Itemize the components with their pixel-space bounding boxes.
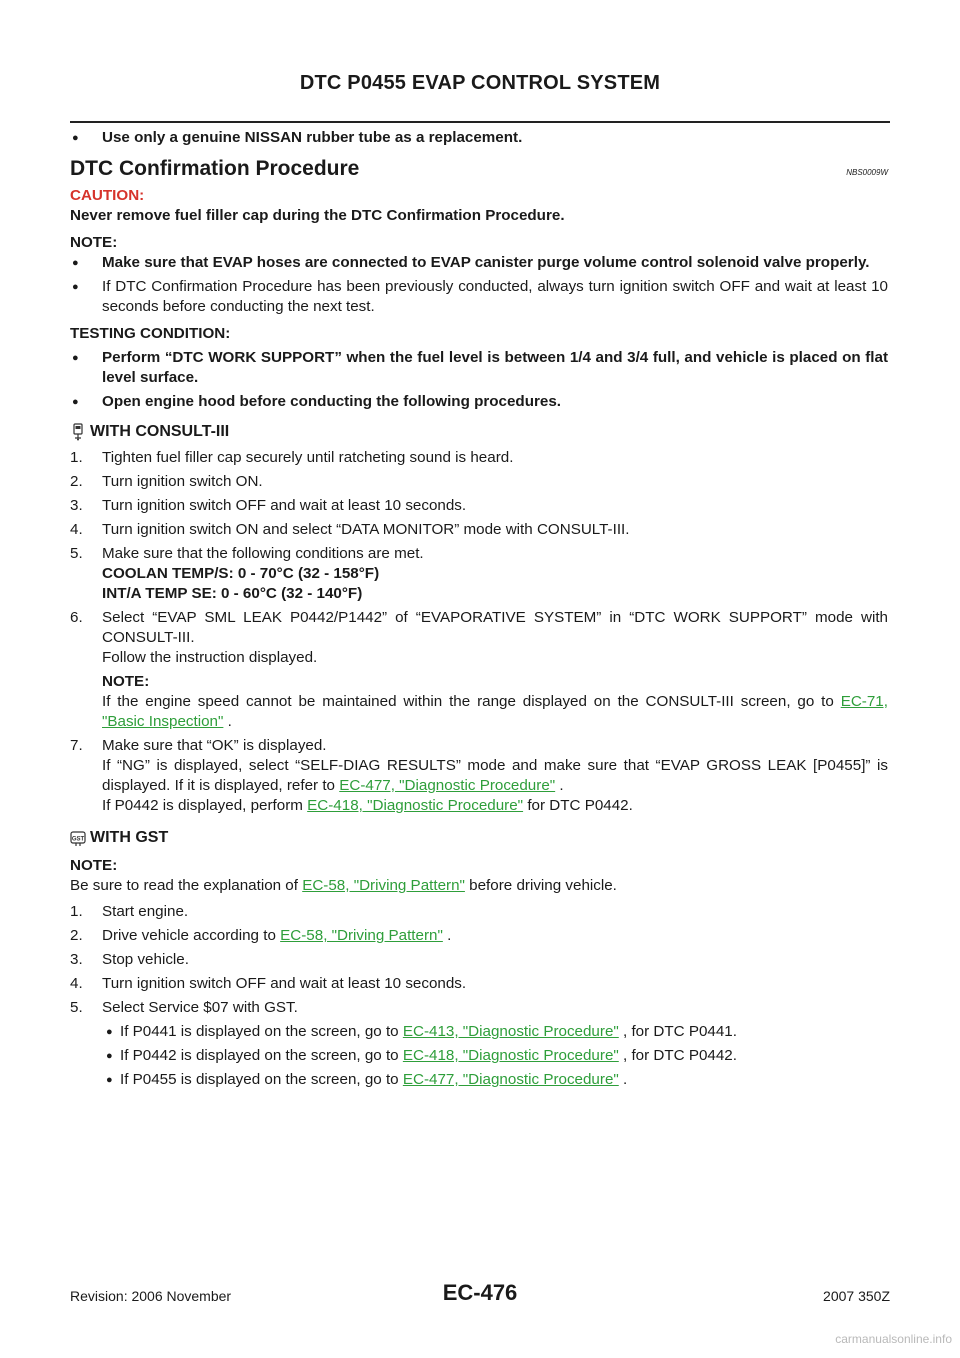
page-title: DTC P0455 EVAP CONTROL SYSTEM [299, 72, 661, 94]
note-bullet: ●Make sure that EVAP hoses are connected… [72, 254, 870, 271]
gst-step-5: 5.Select Service $07 with GST. [70, 999, 298, 1016]
diagnostic-procedure-link-477[interactable]: EC-477, "Diagnostic Procedure" [402, 1071, 619, 1088]
consult-tool-icon [73, 423, 83, 441]
consult-step-7: 7. Make sure that “OK” is displayed. If … [70, 737, 888, 814]
bullet-dot-icon: ● [106, 1074, 113, 1086]
diagnostic-procedure-link-418[interactable]: EC-418, "Diagnostic Procedure" [307, 797, 524, 814]
document-body: ●Use only a genuine NISSAN rubber tube a… [70, 128, 888, 1090]
consult-heading: WITH CONSULT-III [70, 422, 888, 442]
step7-p0442-text: If P0442 is displayed, perform EC-418, "… [102, 797, 633, 814]
footer-model: 2007 350Z [823, 1288, 890, 1304]
title-divider [70, 121, 890, 123]
gst-tool-icon: GST [70, 831, 86, 846]
diagnostic-procedure-link-413[interactable]: EC-413, "Diagnostic Procedure" [402, 1023, 619, 1040]
intro-bullet: ●Use only a genuine NISSAN rubber tube a… [72, 129, 523, 146]
consult-step-5: 5. Make sure that the following conditio… [70, 544, 888, 604]
gst-step-2: 2. Drive vehicle according to EC-58, "Dr… [70, 927, 452, 944]
driving-pattern-link[interactable]: EC-58, "Driving Pattern" [280, 927, 443, 944]
step7-ng-text: If “NG” is displayed, select “SELF-DIAG … [102, 757, 888, 794]
gst-note-text: Be sure to read the explanation of EC-58… [70, 877, 617, 894]
consult-step-2: 2.Turn ignition switch ON. [70, 473, 263, 490]
bullet-dot-icon: ● [72, 396, 79, 408]
gst-sub-bullet-p0441: ● If P0441 is displayed on the screen, g… [106, 1023, 737, 1040]
gst-heading-text: WITH GST [90, 829, 169, 846]
consult-heading-text: WITH CONSULT-III [90, 423, 230, 440]
gst-note-label: NOTE: [70, 857, 118, 874]
note-label: NOTE: [70, 234, 118, 251]
bullet-dot-icon: ● [72, 257, 79, 269]
gst-heading: GST WITH GST [70, 828, 888, 848]
caution-label: CAUTION: [70, 187, 145, 204]
section-title: DTC Confirmation Procedure [70, 157, 360, 180]
consult-step-1: 1.Tighten fuel filler cap securely until… [70, 449, 514, 466]
diagnostic-procedure-link-477[interactable]: EC-477, "Diagnostic Procedure" [339, 777, 556, 794]
bullet-dot-icon: ● [106, 1050, 113, 1062]
coolant-temp-condition: COOLAN TEMP/S: 0 - 70°C (32 - 158°F) [102, 565, 380, 582]
step6-note-label: NOTE: [102, 673, 150, 690]
consult-step-3: 3.Turn ignition switch OFF and wait at l… [70, 497, 467, 514]
intake-air-temp-condition: INT/A TEMP SE: 0 - 60°C (32 - 140°F) [102, 585, 363, 602]
section-heading: DTC Confirmation Procedure NBS0009W [70, 154, 888, 184]
diagnostic-procedure-link-418[interactable]: EC-418, "Diagnostic Procedure" [402, 1047, 619, 1064]
basic-inspection-link[interactable]: EC-71, "Basic Inspection" [102, 693, 888, 730]
gst-step-4: 4.Turn ignition switch OFF and wait at l… [70, 975, 467, 992]
gst-step-1: 1.Start engine. [70, 903, 189, 920]
gst-sub-bullet-p0442: ● If P0442 is displayed on the screen, g… [106, 1047, 737, 1064]
section-code: NBS0009W [846, 168, 888, 177]
bullet-dot-icon: ● [72, 281, 79, 293]
testing-bullet: ●Open engine hood before conducting the … [72, 393, 562, 410]
caution-text: Never remove fuel filler cap during the … [70, 207, 565, 224]
gst-step-3: 3.Stop vehicle. [70, 951, 189, 968]
bullet-dot-icon: ● [72, 352, 79, 364]
note-bullet: ●If DTC Confirmation Procedure has been … [72, 278, 888, 315]
testing-bullet: ●Perform “DTC WORK SUPPORT” when the fue… [72, 349, 888, 386]
bullet-dot-icon: ● [72, 132, 79, 144]
driving-pattern-link[interactable]: EC-58, "Driving Pattern" [302, 877, 465, 894]
footer-page-number: EC-476 [442, 1280, 518, 1305]
testing-condition-label: TESTING CONDITION: [70, 325, 231, 342]
footer-revision: Revision: 2006 November [70, 1288, 232, 1304]
watermark: carmanualsonline.info [835, 1332, 952, 1346]
step6-note-text: If the engine speed cannot be maintained… [102, 693, 888, 730]
svg-text:GST: GST [72, 837, 85, 843]
gst-sub-bullet-p0455: ● If P0455 is displayed on the screen, g… [106, 1071, 628, 1088]
bullet-dot-icon: ● [106, 1026, 113, 1038]
consult-step-4: 4.Turn ignition switch ON and select “DA… [70, 521, 630, 538]
consult-step-6: 6. Select “EVAP SML LEAK P0442/P1442” of… [70, 609, 888, 730]
